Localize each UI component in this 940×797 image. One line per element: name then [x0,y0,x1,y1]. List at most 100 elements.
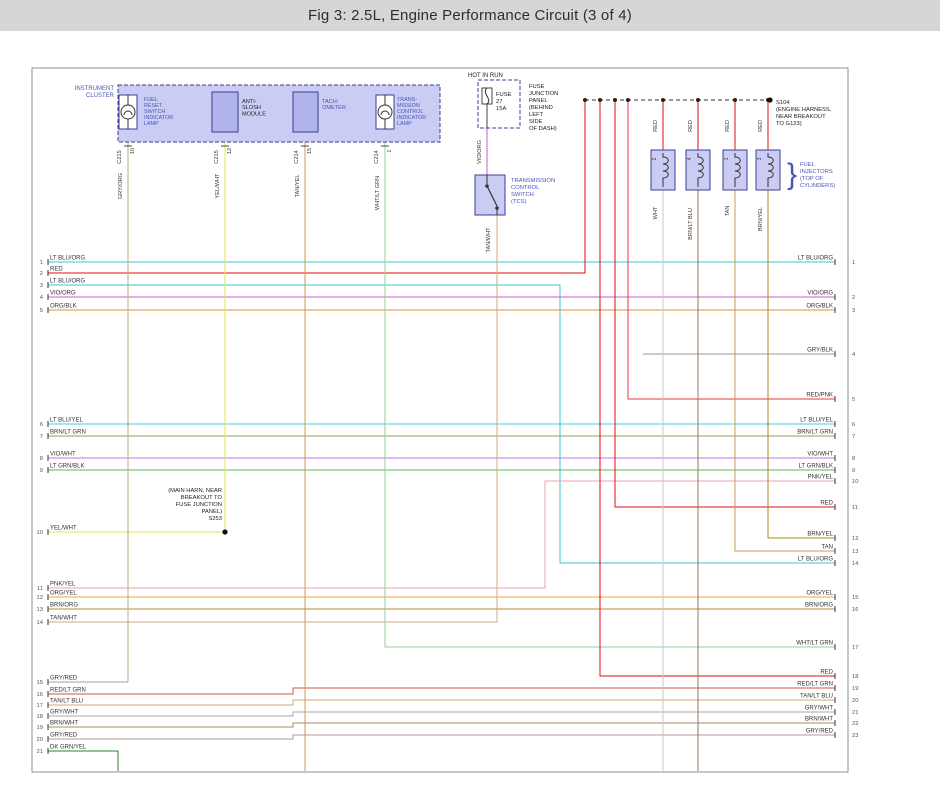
switch-blade-icon [486,185,498,207]
right-pin-number: 6 [852,422,855,428]
rotated-label-red: RED [688,120,694,132]
s104-label: S104 [776,100,790,106]
fuel-injectors-label: CYLINDERS) [800,183,835,189]
right-pin-number: 11 [852,505,858,511]
trans-control-lamp-label: MISSION [397,103,420,109]
wire-gry-wht [48,711,835,717]
fuel-reset-lamp-label: INDICATOR [144,115,173,121]
fuel-injectors-label: (TOP OF [800,176,824,182]
bus-junction-dot [598,98,602,102]
rotated-label-1: 1 [387,149,393,152]
left-pin-label: BRN/WHT [50,721,78,727]
right-pin-number: 5 [852,397,855,403]
tcs-label: TRANSMISSION [511,178,555,184]
left-pin-number: 14 [37,620,44,626]
rotated-label-c214: C214 [294,150,300,163]
left-pin-number: 2 [40,271,43,277]
bus-junction-dot [626,98,630,102]
right-pin-number: 1 [852,260,855,266]
left-pin-number: 11 [37,586,43,592]
wire-red-pnk [627,100,835,400]
rotated-label-brn-lt-blu: BRN/LT BLU [688,208,694,240]
anti-slosh-module-label: MODULE [242,111,266,117]
s253-label: (MAIN HARN, NEAR [168,488,222,494]
left-pin-number: 8 [40,456,43,462]
injector-coil-icon [662,153,669,187]
right-pin-label: ORG/YEL [806,591,833,597]
left-pin-number: 19 [37,725,43,731]
right-pin-label: TAN/LT BLU [800,694,833,700]
hot-in-run-label: HOT IN RUN [468,73,503,79]
rotated-label-c215: C215 [214,150,220,163]
left-pin-number: 21 [37,749,43,755]
right-pin-label: WHT/LT GRN [796,641,833,647]
wire-tan-wht [48,215,498,623]
left-pin-number: 4 [40,295,44,301]
lamp-filament-icon [123,110,133,116]
injectors-brace-icon: } [787,158,797,191]
tcs-label: (TCS) [511,199,527,205]
right-pin-label: PNK/YEL [808,475,834,481]
left-pin-label: ORG/BLK [50,304,77,310]
wire-tan-lt-blu [48,699,835,706]
left-pin-number: 12 [37,595,43,601]
wire-tan [734,190,835,552]
rotated-label-4: 4 [687,157,693,160]
right-pin-number: 21 [852,710,858,716]
left-pin-label: ORG/YEL [50,591,77,597]
rotated-label-red: RED [725,120,731,132]
wire-brn-wht [48,722,835,728]
left-pin-number: 15 [37,680,43,686]
left-pin-number: 5 [40,308,43,314]
rotated-label-c215: C215 [117,150,123,163]
fuse-27-label: FUSE [496,92,512,98]
left-pin-label: RED [50,267,63,273]
wire-red [48,100,586,274]
right-pin-label: RED [820,501,833,507]
left-pin-label: RED/LT GRN [50,688,86,694]
right-pin-label: GRY/RED [806,729,834,735]
right-pin-label: BRN/LT GRN [797,430,833,436]
trans-control-lamp-label: CONTROL [397,109,423,115]
right-pin-label: GRY/WHT [805,706,834,712]
left-pin-label: LT BLU/ORG [50,279,85,285]
tcs-box [474,174,506,216]
right-pin-number: 18 [852,674,858,680]
fuse-junction-panel-label: JUNCTION [529,91,558,97]
injector-coil-icon [697,153,704,187]
left-pin-label: GRY/RED [50,733,78,739]
right-pin-number: 12 [852,536,858,542]
right-pin-label: BRN/YEL [807,532,833,538]
wire-red [614,100,835,508]
wire-red [599,100,835,677]
rotated-label-10: 10 [130,148,136,154]
wire-wht-lt-grn [384,142,835,648]
fuse-junction-panel-label: PANEL [529,98,548,104]
fuel-reset-lamp-label: SWITCH [144,109,165,115]
right-pin-label: RED [820,670,833,676]
fuel-reset-lamp-label: FUEL [144,97,158,103]
rotated-label-15: 15 [307,148,313,154]
left-pin-label: PNK/YEL [50,582,76,588]
fuse-27-label: 15A [496,106,506,112]
instrument-cluster-label: CLUSTER [86,93,115,99]
bus-junction-dot [696,98,700,102]
right-pin-number: 19 [852,686,858,692]
wire-dk-grn-yel [48,750,119,771]
fuse-junction-panel-label: FUSE [529,84,545,90]
lamp-filament-icon [380,110,390,116]
left-pin-label: GRY/RED [50,676,78,682]
left-pin-label: BRN/LT GRN [50,430,86,436]
fuse-junction-panel-label: SIDE [529,119,543,125]
wire-red-lt-grn [48,687,835,695]
splice-s104 [767,97,773,103]
injector-coil-icon [734,153,741,187]
figure-title: Fig 3: 2.5L, Engine Performance Circuit … [308,7,632,24]
fuel-reset-lamp-label: LAMP [144,121,159,127]
s104-label: (ENGINE HARNESS, [776,107,832,113]
right-pin-label: RED/LT GRN [797,682,833,688]
lamp-bulb-icon [120,104,136,120]
left-pin-number: 9 [40,468,43,474]
rotated-label-c214: C214 [374,150,380,163]
